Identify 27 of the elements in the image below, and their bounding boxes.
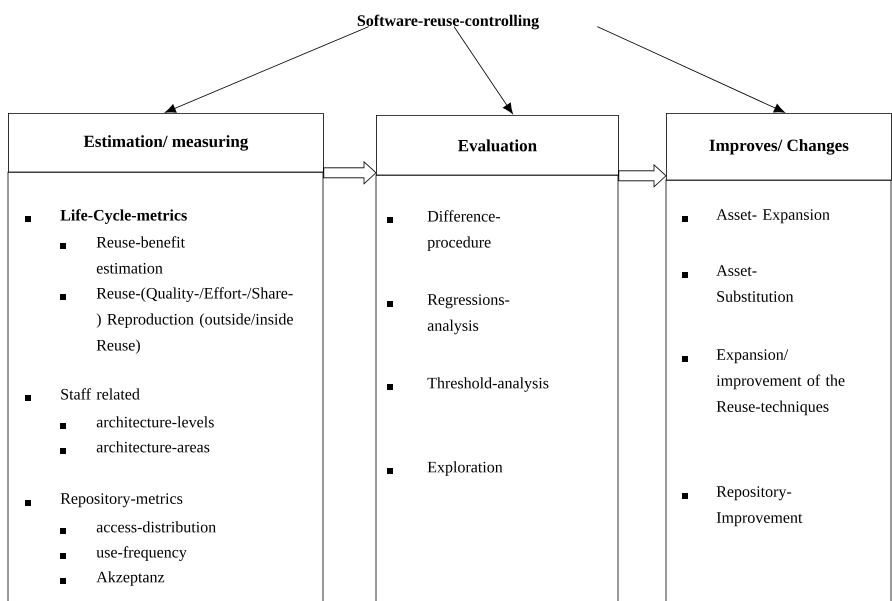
- list-item: access-distribution: [96, 521, 216, 532]
- list-item: Repository-metrics: [60, 493, 182, 508]
- title: Software-reuse-controlling: [358, 14, 539, 30]
- block-arrow: [618, 164, 667, 188]
- header-box: Improves/ Changes: [666, 113, 892, 181]
- list-item: Expansion/ improvement of the Reuse-techniques: [716, 349, 844, 416]
- list-item: Staff related: [61, 388, 140, 400]
- list-item: Exploration: [428, 461, 503, 476]
- arrow: [596, 26, 785, 113]
- arrow: [454, 26, 513, 114]
- list-item: architecture-areas: [96, 441, 210, 452]
- list-item: Life-Cycle-metrics: [60, 209, 187, 224]
- list-item: Asset- Substitution: [716, 265, 794, 302]
- arrow: [164, 26, 370, 113]
- block-arrow: [323, 160, 377, 185]
- list-item: Reuse-(Quality-/Effort-/Share-) Reproduction (outside/inside Reuse): [96, 287, 293, 354]
- list-item: Repository-Improvement: [716, 486, 802, 526]
- list-item: architecture-levels: [96, 416, 214, 428]
- list-item: Akzeptanz: [96, 571, 164, 586]
- list-item: use-frequency: [96, 546, 187, 561]
- list-item: Reuse-benefit estimation: [96, 236, 185, 274]
- list-item: Regressions-analysis: [428, 294, 510, 334]
- header-box: Evaluation: [376, 115, 619, 176]
- list-item: Asset- Expansion: [716, 209, 830, 224]
- list-item: Threshold-analysis: [427, 377, 548, 392]
- list-item: Difference-procedure: [427, 210, 500, 251]
- header-box: Estimation/ measuring: [8, 113, 324, 173]
